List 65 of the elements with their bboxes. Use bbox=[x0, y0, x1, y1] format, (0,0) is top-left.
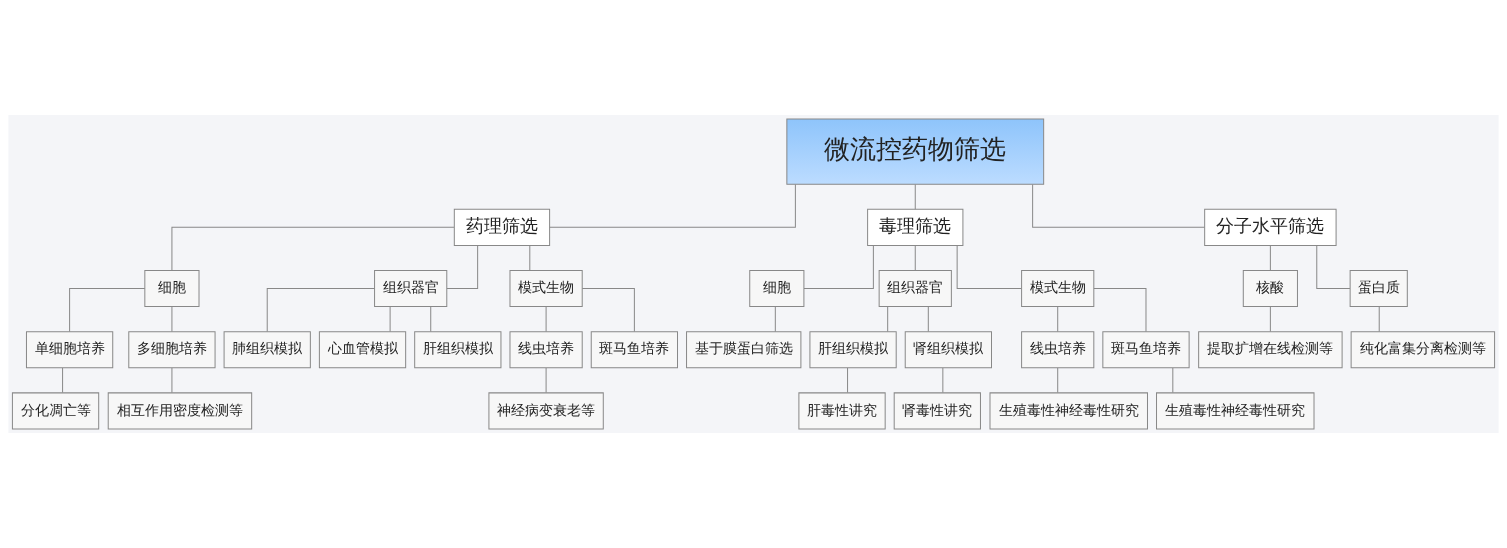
connector bbox=[266, 288, 375, 332]
connector bbox=[803, 245, 874, 290]
node-box: 肾组织模拟 bbox=[904, 331, 992, 369]
node-box: 微流控药物筛选 bbox=[786, 118, 1045, 185]
connector bbox=[69, 288, 146, 332]
node-box: 组织器官 bbox=[878, 270, 952, 308]
node-box: 单细胞培养 bbox=[25, 331, 114, 369]
node-box: 分化凋亡等 bbox=[11, 392, 100, 430]
connector bbox=[1172, 367, 1174, 394]
node-box: 毒理筛选 bbox=[867, 208, 964, 246]
connector bbox=[1269, 306, 1271, 332]
connector bbox=[545, 306, 547, 332]
connector bbox=[1378, 306, 1380, 332]
connector bbox=[847, 367, 849, 394]
node-box: 肾毒性讲究 bbox=[893, 392, 981, 430]
connector bbox=[446, 245, 479, 290]
node-box: 斑马鱼培养 bbox=[1102, 331, 1190, 369]
connector bbox=[887, 306, 889, 332]
node-box: 组织器官 bbox=[374, 270, 448, 308]
node-box: 肝毒性讲究 bbox=[798, 392, 886, 430]
connector bbox=[545, 367, 547, 394]
connector bbox=[171, 306, 173, 332]
connector bbox=[1269, 245, 1271, 271]
node-box: 纯化富集分离检测等 bbox=[1350, 331, 1496, 369]
node-box: 生殖毒性神经毒性研究 bbox=[989, 392, 1148, 430]
node-box: 模式生物 bbox=[1021, 270, 1095, 308]
connector bbox=[1093, 288, 1147, 332]
connector bbox=[62, 367, 64, 394]
node-box: 肺组织模拟 bbox=[223, 331, 311, 369]
connector bbox=[549, 184, 796, 228]
node-box: 相互作用密度检测等 bbox=[107, 392, 253, 430]
node-box: 斑马鱼培养 bbox=[590, 331, 678, 369]
node-box: 模式生物 bbox=[509, 270, 583, 308]
connector bbox=[430, 306, 432, 332]
node-box: 细胞 bbox=[144, 270, 200, 308]
connector bbox=[389, 306, 391, 332]
connector bbox=[914, 245, 916, 271]
connector bbox=[942, 367, 944, 394]
node-box: 蛋白质 bbox=[1349, 270, 1408, 308]
node-box: 生殖毒性神经毒性研究 bbox=[1156, 392, 1315, 430]
connector bbox=[1057, 367, 1059, 394]
node-box: 线虫培养 bbox=[1021, 331, 1095, 369]
node-box: 肝组织模拟 bbox=[809, 331, 897, 369]
node-box: 线虫培养 bbox=[509, 331, 583, 369]
connector bbox=[171, 226, 455, 271]
node-box: 基于膜蛋白筛选 bbox=[686, 331, 802, 369]
connector bbox=[1032, 184, 1205, 228]
connector bbox=[529, 245, 531, 271]
connector bbox=[1316, 245, 1351, 290]
node-box: 神经病变衰老等 bbox=[488, 392, 604, 430]
connector bbox=[1057, 306, 1059, 332]
node-box: 多细胞培养 bbox=[128, 331, 216, 369]
node-box: 分子水平筛选 bbox=[1204, 208, 1337, 246]
node-box: 细胞 bbox=[749, 270, 805, 308]
connector bbox=[581, 288, 635, 332]
node-box: 心血管模拟 bbox=[318, 331, 407, 369]
node-box: 提取扩增在线检测等 bbox=[1198, 331, 1343, 369]
node-box: 药理筛选 bbox=[453, 208, 551, 246]
connector bbox=[171, 367, 173, 394]
node-box: 核酸 bbox=[1242, 270, 1298, 308]
connector bbox=[914, 184, 916, 210]
node-box: 肝组织模拟 bbox=[414, 331, 502, 369]
connector bbox=[774, 306, 776, 332]
connector bbox=[956, 245, 1022, 290]
connector bbox=[927, 306, 929, 332]
